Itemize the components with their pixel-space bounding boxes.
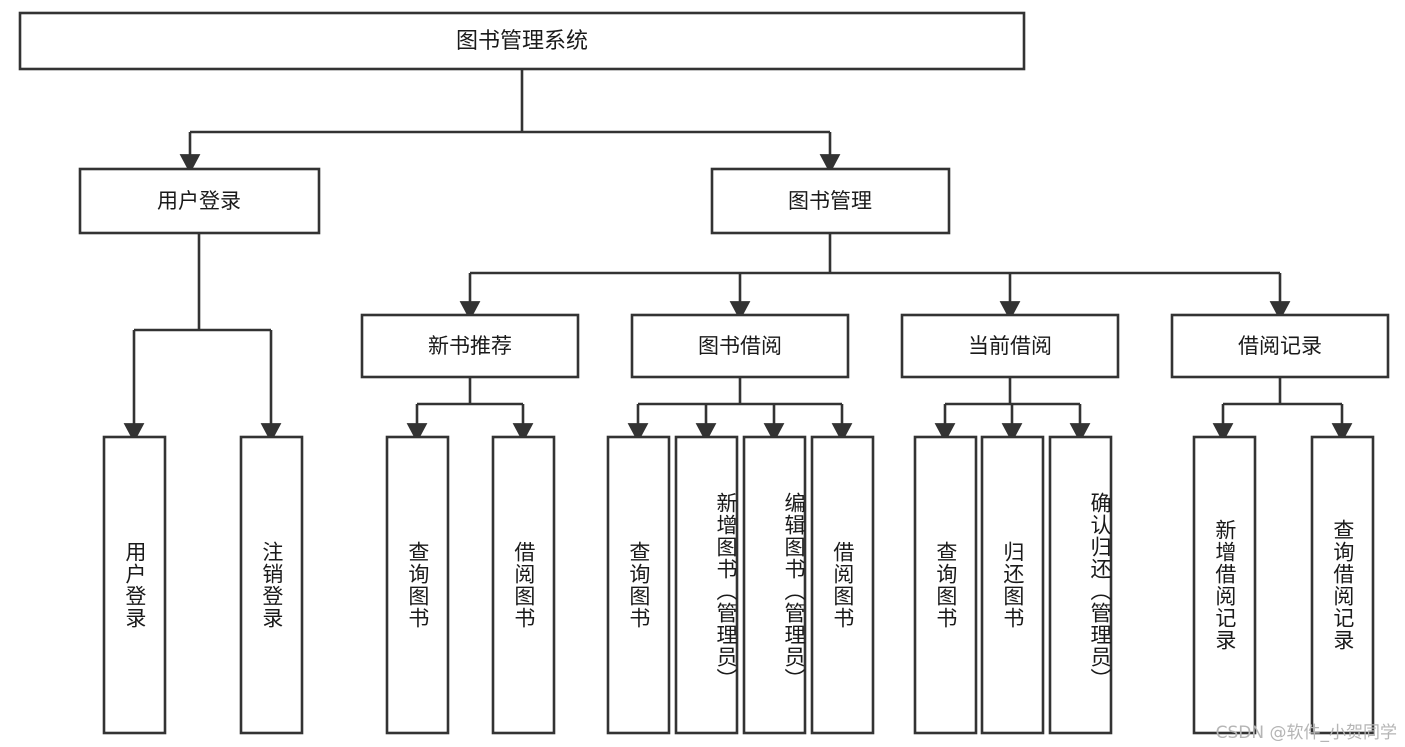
connector-group-records: [1212, 377, 1353, 443]
node-label-current-borrow: 当前借阅: [968, 334, 1052, 358]
node-box-root[interactable]: [18, 11, 1026, 71]
node-box-leaf-3[interactable]: [385, 435, 450, 735]
node-label-records: 借阅记录: [1238, 334, 1322, 358]
node-label-book-mgmt: 图书管理: [788, 189, 872, 213]
connector-group-current-borrow: [934, 377, 1091, 443]
node-box-leaf-1[interactable]: [102, 435, 167, 735]
node-box-leaf-7[interactable]: [742, 435, 807, 735]
node-box-current-borrow[interactable]: [900, 313, 1120, 379]
node-label-borrow: 图书借阅: [698, 334, 782, 358]
node-box-leaf-5[interactable]: [606, 435, 671, 735]
node-box-user-login[interactable]: [78, 167, 321, 235]
node-box-leaf-11[interactable]: [1048, 435, 1113, 735]
node-box-borrow[interactable]: [630, 313, 850, 379]
connector-group-root: [179, 69, 841, 174]
node-box-leaf-8[interactable]: [810, 435, 875, 735]
connector-group-book-mgmt: [459, 234, 1291, 321]
node-label-root: 图书管理系统: [456, 29, 588, 54]
connector-group-user-login: [123, 234, 282, 443]
node-box-leaf-2[interactable]: [239, 435, 304, 735]
node-label-user-login: 用户登录: [157, 189, 241, 213]
node-box-leaf-9[interactable]: [913, 435, 978, 735]
node-box-leaf-6[interactable]: [674, 435, 739, 735]
node-box-book-mgmt[interactable]: [710, 167, 951, 235]
node-box-leaf-10[interactable]: [980, 435, 1045, 735]
node-box-leaf-13[interactable]: [1310, 435, 1375, 735]
node-box-leaf-12[interactable]: [1192, 435, 1257, 735]
node-box-leaf-4[interactable]: [491, 435, 556, 735]
node-label-new-book: 新书推荐: [428, 334, 512, 358]
connector-group-new-book: [406, 377, 534, 443]
connector-group-borrow: [627, 377, 853, 443]
node-box-new-book[interactable]: [360, 313, 580, 379]
node-box-records[interactable]: [1170, 313, 1390, 379]
watermark-text: CSDN @软件_小贺同学: [1215, 723, 1397, 743]
